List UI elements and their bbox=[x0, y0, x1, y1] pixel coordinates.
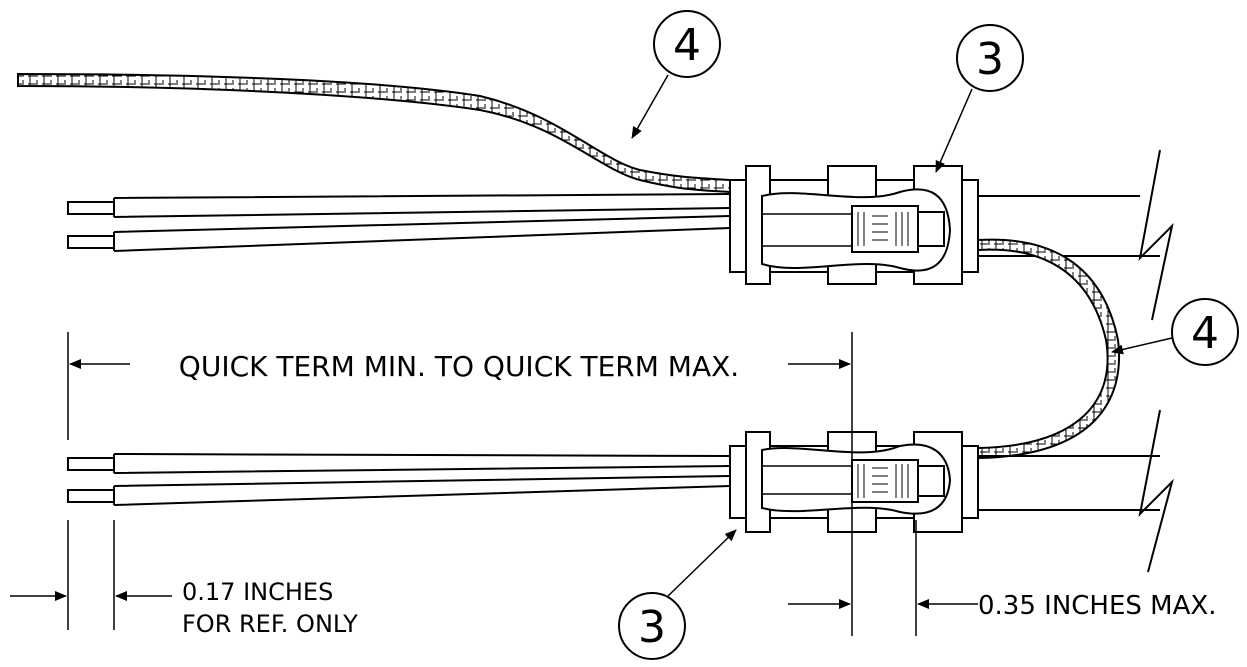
top-break-line bbox=[1138, 149, 1174, 321]
max-dimension-label: 0.35 INCHES MAX. bbox=[978, 591, 1216, 621]
bottom-wire-2-stripped-tip bbox=[67, 489, 115, 503]
callout-3-bottom: 3 bbox=[618, 529, 737, 660]
bottom-wire-1 bbox=[113, 453, 731, 474]
bottom-wire-2 bbox=[113, 475, 731, 506]
bottom-wire-1-stripped-tip bbox=[67, 457, 115, 471]
ref-dimension-label-line1: 0.17 INCHES bbox=[182, 578, 333, 606]
top-braid-lead bbox=[17, 72, 731, 194]
top-connector bbox=[729, 165, 1160, 285]
top-wire-1 bbox=[113, 193, 731, 218]
top-wire-2 bbox=[113, 215, 731, 252]
top-wire-1-stripped-tip bbox=[67, 201, 115, 215]
callout-4-right: 4 bbox=[1111, 298, 1239, 366]
top-wires bbox=[67, 193, 731, 252]
main-dimension-label: QUICK TERM MIN. TO QUICK TERM MAX. bbox=[179, 350, 739, 383]
callout-3-top-label: 3 bbox=[976, 34, 1004, 85]
bottom-break-line bbox=[1138, 409, 1174, 573]
callout-3-top: 3 bbox=[935, 24, 1024, 173]
callout-4-top: 4 bbox=[631, 10, 721, 139]
callout-4-right-label: 4 bbox=[1191, 308, 1219, 359]
callout-4-top-label: 4 bbox=[673, 20, 701, 71]
bottom-wires bbox=[67, 453, 731, 506]
top-wire-2-stripped-tip bbox=[67, 235, 115, 249]
bottom-connector bbox=[729, 431, 1160, 533]
loop-braid bbox=[977, 238, 1120, 460]
ref-dimension-label-line2: FOR REF. ONLY bbox=[182, 610, 358, 638]
callout-3-bottom-label: 3 bbox=[638, 602, 666, 653]
